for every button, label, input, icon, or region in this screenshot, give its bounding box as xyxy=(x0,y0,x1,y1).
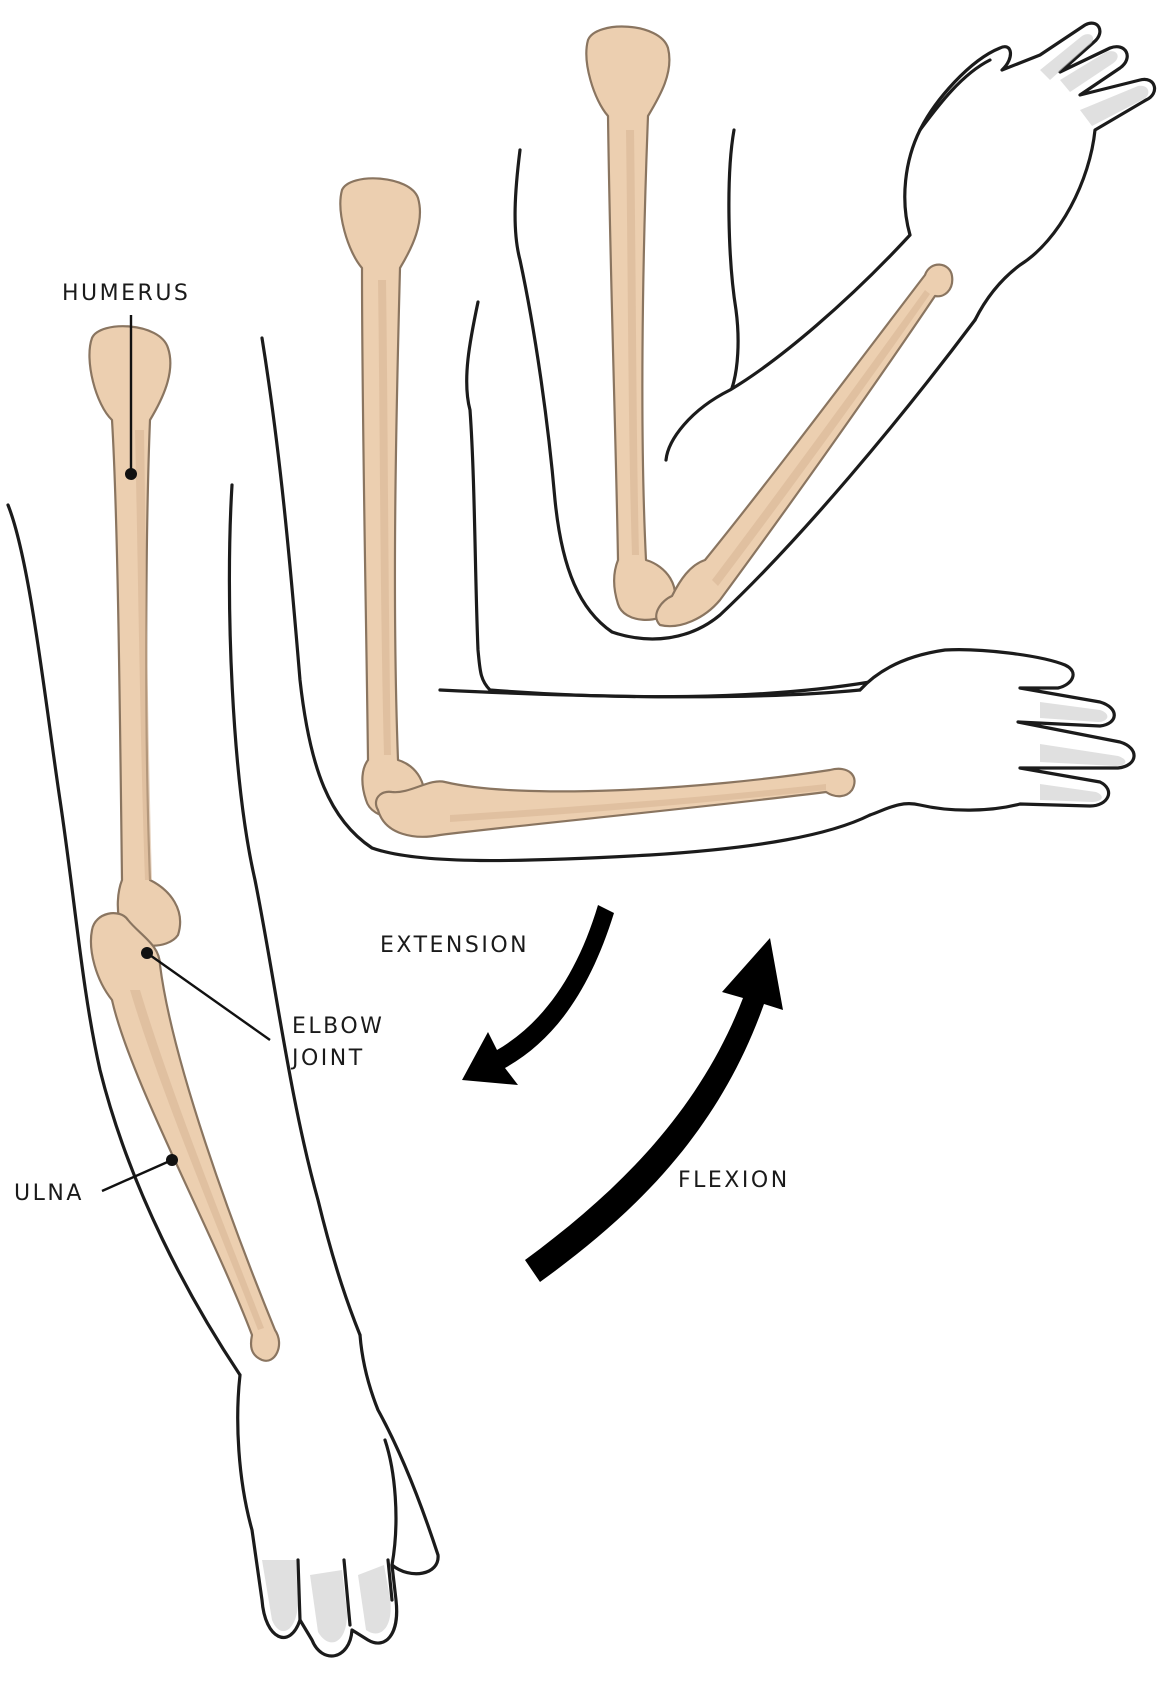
elbow-joint-label-line2: JOINT xyxy=(290,1046,365,1071)
right-angle-arm-ulna-shade xyxy=(450,784,826,822)
straight-arm xyxy=(6,325,440,1658)
flexed-arm-forearm-top xyxy=(664,233,912,462)
right-angle-arm-humerus-shade xyxy=(378,280,391,755)
flexed-arm-finger-shade xyxy=(1040,34,1149,127)
flexed-arm-hand xyxy=(903,21,1157,322)
flexed-arm-outline-outer xyxy=(513,148,977,641)
humerus-leader xyxy=(125,315,137,480)
right-angle-arm-hand xyxy=(858,648,1136,817)
straight-arm-ulna-shade xyxy=(130,990,264,1330)
straight-arm-outline-left xyxy=(6,503,242,1377)
straight-arm-humerus-shade xyxy=(135,430,152,880)
extension-label: EXTENSION xyxy=(380,933,529,958)
straight-arm-outline-right xyxy=(227,483,362,1337)
flexed-arm xyxy=(513,21,1157,641)
humerus-leader-dot xyxy=(125,468,137,480)
humerus-label: HUMERUS xyxy=(62,281,190,306)
ulna-leader xyxy=(101,1154,178,1193)
flexion-arrow-shape xyxy=(525,938,783,1282)
ulna-leader-line xyxy=(101,1158,173,1193)
right-angle-arm-outline-outer xyxy=(260,336,872,863)
extension-arrow-shape xyxy=(462,905,614,1085)
extension-arrow xyxy=(462,905,614,1085)
elbow-joint-leader xyxy=(141,947,271,1041)
flexed-arm-ulna-shade xyxy=(712,290,930,586)
straight-arm-humerus xyxy=(88,325,182,947)
flexed-arm-thumb xyxy=(918,58,992,132)
right-angle-arm-finger-shade xyxy=(1040,702,1126,802)
flexion-arrow xyxy=(525,938,783,1282)
right-angle-arm-forearm-top xyxy=(438,688,862,699)
elbow-joint-leader-line xyxy=(146,952,271,1041)
straight-arm-finger-shade xyxy=(262,1560,391,1643)
flexed-arm-outline-inner xyxy=(727,128,740,390)
ulna-label: ULNA xyxy=(14,1181,84,1206)
right-angle-arm xyxy=(260,177,1136,863)
elbow-joint-label-line1: ELBOW xyxy=(292,1014,384,1039)
elbow-joint-leader-dot xyxy=(141,947,153,959)
flexion-label: FLEXION xyxy=(678,1168,790,1193)
straight-arm-finger-lines xyxy=(296,1438,398,1627)
right-angle-arm-ulna xyxy=(374,767,856,838)
ulna-leader-dot xyxy=(166,1154,178,1166)
flexed-arm-humerus-shade xyxy=(626,130,639,555)
